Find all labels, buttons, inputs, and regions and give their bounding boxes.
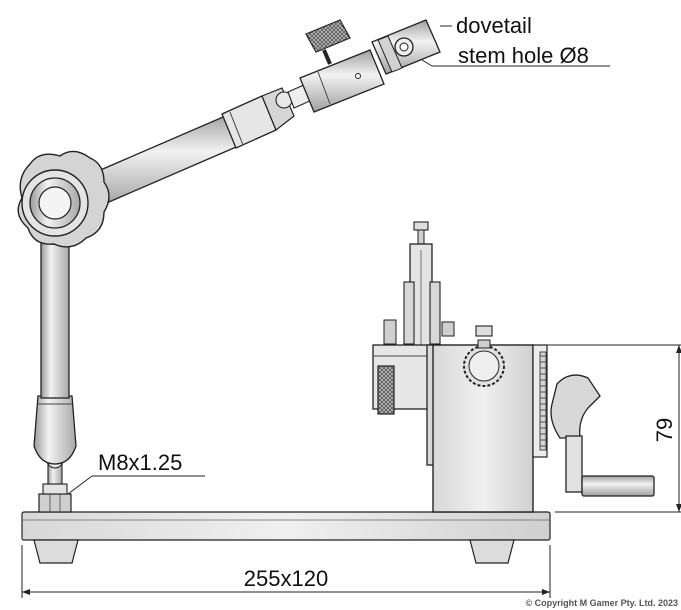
dovetail-label: dovetail — [456, 13, 532, 38]
arm-upper-clamp — [299, 49, 385, 113]
copyright-notice: © Copyright M Gamer Pty. Ltd. 2023 — [526, 598, 679, 608]
thread-leader — [67, 475, 205, 495]
dovetail-clamp-head — [371, 19, 441, 75]
arm-lower-handle — [33, 395, 77, 465]
arm-mid-joint — [221, 83, 313, 149]
height-dimension — [547, 344, 681, 513]
base-plate — [21, 511, 551, 541]
arm-center-lock-knob[interactable] — [17, 150, 110, 248]
base-size-label: 255x120 — [244, 566, 328, 591]
slide-top-screw[interactable] — [413, 221, 429, 245]
stem-hole-label: stem hole Ø8 — [458, 43, 589, 68]
side-knurled-knob[interactable] — [377, 365, 395, 415]
base-foot-left — [33, 539, 79, 564]
top-fine-adjust-knob[interactable] — [463, 325, 505, 387]
base-foot-right — [469, 539, 515, 564]
dovetail-leader — [421, 25, 610, 67]
thread-label: M8x1.25 — [98, 450, 182, 475]
vertical-slide — [383, 243, 455, 367]
arm-vertical-rod — [40, 239, 70, 399]
graduated-scale — [532, 344, 548, 458]
crank-handle[interactable] — [550, 374, 655, 497]
height-label: 79 — [652, 418, 677, 442]
base-size-dimension — [21, 545, 551, 598]
locking-thumb-screw[interactable] — [305, 19, 351, 65]
